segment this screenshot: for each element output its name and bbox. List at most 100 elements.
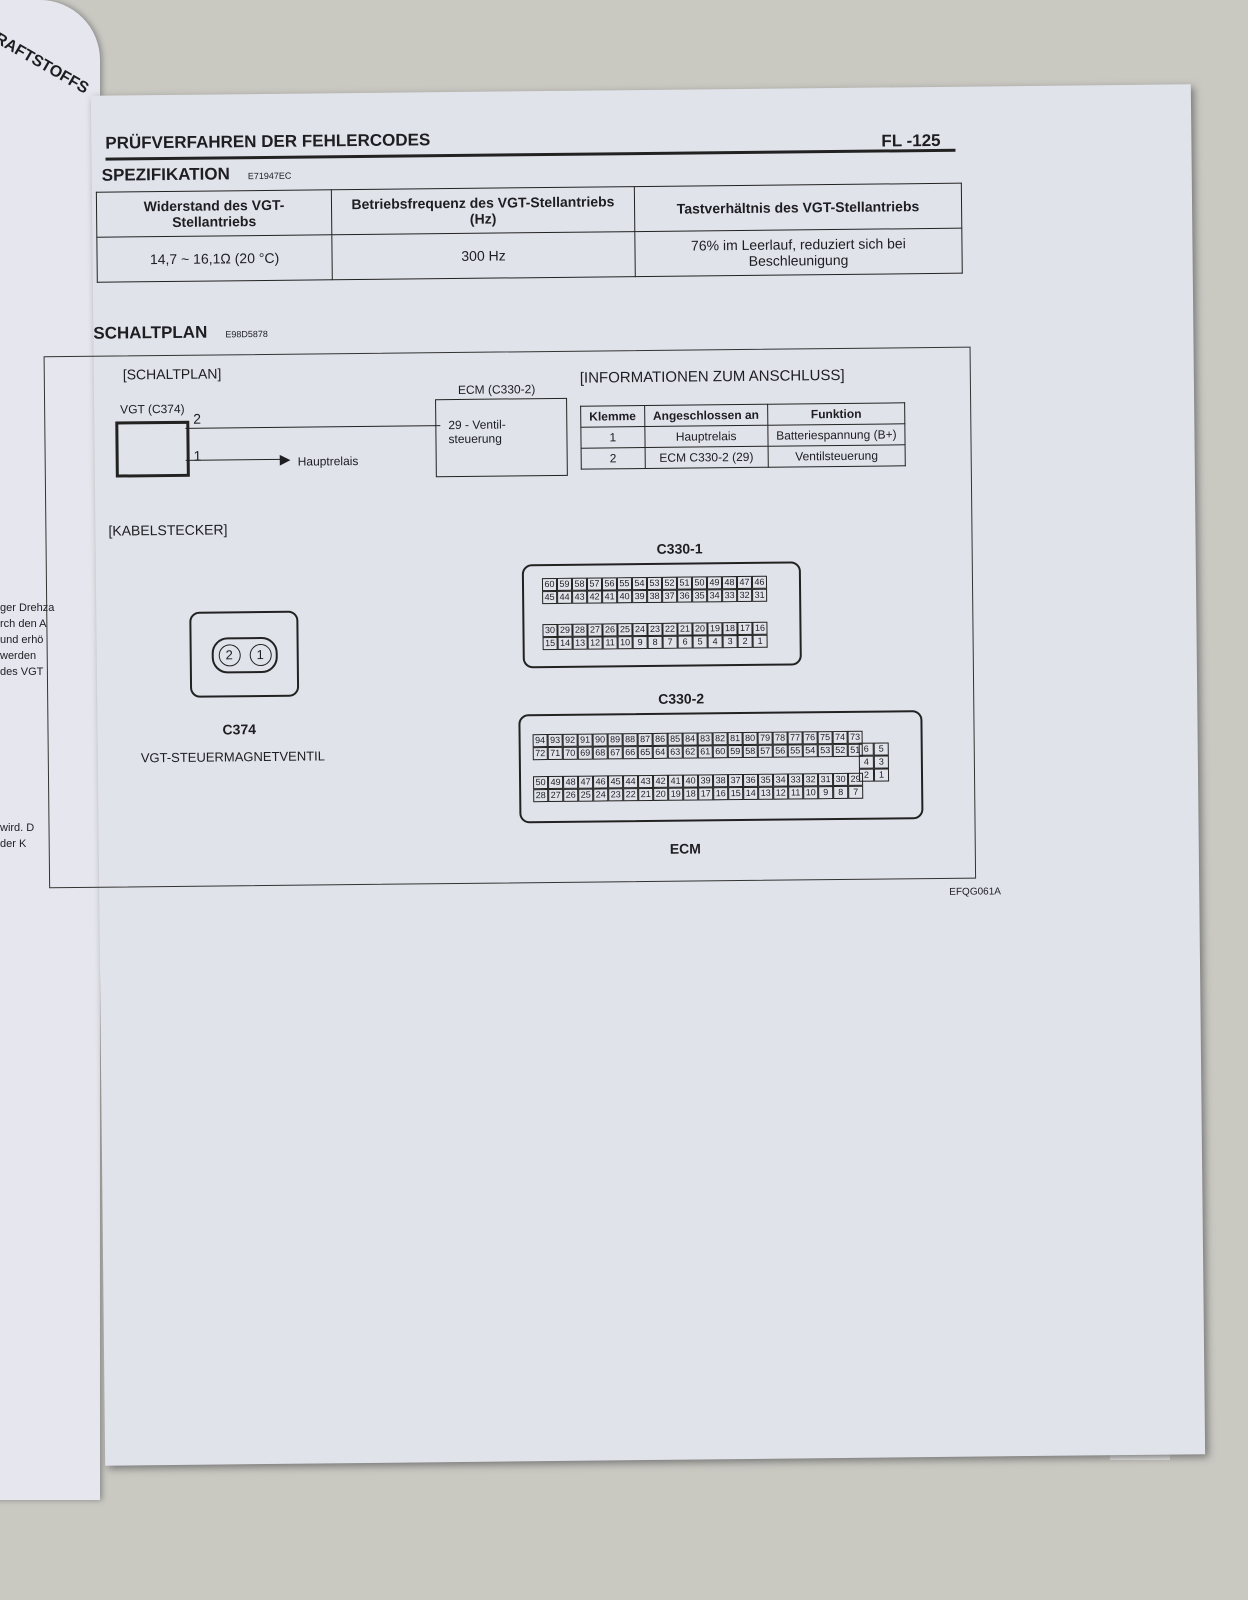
connector-pin: 90 xyxy=(592,733,608,747)
left-fragment: werden xyxy=(0,650,37,662)
connector-pin: 44 xyxy=(557,590,573,604)
vgt-label: VGT (C374) xyxy=(120,401,185,417)
page-title: PRÜFVERFAHREN DER FEHLERCODES xyxy=(105,130,431,153)
connector-pin: 78 xyxy=(772,731,788,745)
c374-name: VGT-STEUERMAGNETVENTIL xyxy=(140,748,326,766)
connector-pin: 12 xyxy=(773,786,789,800)
connector-pin: 65 xyxy=(637,745,653,760)
connector-pin: 11 xyxy=(788,786,804,800)
connector-pin: 21 xyxy=(638,787,654,802)
connector-pin: 48 xyxy=(721,576,738,590)
left-fragment: rch den A xyxy=(0,618,47,630)
connector-pin: 17 xyxy=(698,787,714,801)
connector-pin: 63 xyxy=(667,745,683,759)
connector-pin: 48 xyxy=(563,775,579,789)
ecm-pin-label: 29 - Ventil-steuerung xyxy=(448,417,506,447)
connector-pin: 71 xyxy=(547,746,563,761)
connector-pin: 4 xyxy=(858,755,874,769)
connector-pin: 57 xyxy=(586,577,603,591)
connector-pin: 79 xyxy=(757,731,773,745)
connector-pin: 54 xyxy=(802,744,818,758)
connector-pin: 67 xyxy=(607,746,623,760)
connector-pin: 43 xyxy=(572,590,588,604)
connector-pin: 25 xyxy=(578,788,594,802)
connector-pin: 15 xyxy=(728,787,744,801)
connector-pin: 18 xyxy=(683,787,699,801)
connector-pin: 21 xyxy=(677,622,693,636)
connector-pin: 13 xyxy=(758,786,774,800)
connector-pin: 32 xyxy=(802,773,819,787)
connector-pin: 20 xyxy=(692,622,708,636)
connector-pin: 18 xyxy=(722,622,738,636)
connector-pin: 61 xyxy=(697,745,713,759)
info-col: Angeschlossen an xyxy=(644,404,768,427)
info-cell: 2 xyxy=(581,447,645,470)
info-heading: [INFORMATIONEN ZUM ANSCHLUSS] xyxy=(579,366,845,387)
connector-pin: 12 xyxy=(587,636,603,650)
connector-pin: 92 xyxy=(562,733,578,747)
info-cell: Hauptrelais xyxy=(644,425,768,448)
c374-label: C374 xyxy=(222,721,257,738)
connector-pin: 24 xyxy=(593,788,609,802)
connector-pin: 70 xyxy=(562,746,578,760)
connector-pin: 91 xyxy=(577,733,593,747)
connector-pin: 26 xyxy=(563,788,579,802)
info-col: Klemme xyxy=(580,405,645,428)
connector-pin: 37 xyxy=(662,589,678,603)
figure-code: EFQG061A xyxy=(949,886,1002,898)
connector-pin: 38 xyxy=(712,774,729,788)
connector-pin: 5 xyxy=(873,742,889,756)
connector-pin: 10 xyxy=(803,786,819,800)
left-page-header: RAFTSTOFFS xyxy=(0,30,92,98)
connector-pin: 53 xyxy=(817,744,833,758)
connector-pin: 62 xyxy=(682,745,698,759)
connector-pin: 55 xyxy=(616,577,633,591)
connector-pin: 41 xyxy=(667,774,684,788)
connector-pin: 86 xyxy=(652,732,668,746)
info-cell: Batteriespannung (B+) xyxy=(767,423,906,447)
connector-pin: 35 xyxy=(692,589,708,603)
connector-pin: 5 xyxy=(692,635,708,649)
connector-pin: 36 xyxy=(677,589,693,603)
connector-pin: 3 xyxy=(722,635,738,649)
left-fragment: wird. D xyxy=(0,822,35,834)
connector-pin: 87 xyxy=(637,732,653,747)
left-fragment: der K xyxy=(0,838,27,850)
connector-pin: 22 xyxy=(662,622,678,636)
connector-pin: 58 xyxy=(742,744,758,759)
connector-pin: 7 xyxy=(662,635,678,649)
connector-pin: 23 xyxy=(647,622,663,636)
connector-pin: 16 xyxy=(713,787,729,801)
connector-pin: 59 xyxy=(727,745,743,759)
connector-pin: 13 xyxy=(572,636,588,650)
connector-pin: 8 xyxy=(833,785,849,800)
kabelstecker-label: [KABELSTECKER] xyxy=(108,521,228,539)
connector-pin: 3 xyxy=(873,755,889,769)
connector-pin: 28 xyxy=(533,789,549,803)
connector-pin: 64 xyxy=(652,745,668,759)
connector-pin: 39 xyxy=(632,589,648,604)
document-page: PRÜFVERFAHREN DER FEHLERCODES FL -125 SP… xyxy=(43,84,1206,1466)
info-cell: ECM C330-2 (29) xyxy=(644,446,769,469)
connector-pin: 59 xyxy=(556,577,573,591)
connector-pin: 26 xyxy=(602,623,618,637)
connector-pin: 20 xyxy=(653,787,669,801)
c374-pin: 1 xyxy=(249,643,272,667)
hauptrelais-label: Hauptrelais xyxy=(297,454,359,469)
connector-pin: 42 xyxy=(587,590,603,604)
connector-pin: 40 xyxy=(617,590,633,604)
connector-pin: 81 xyxy=(727,732,743,746)
c330-2-label: C330-2 xyxy=(658,690,705,707)
connector-pin: 7 xyxy=(848,785,864,799)
connector-pin: 47 xyxy=(736,575,753,590)
ecm-connector-label: ECM xyxy=(669,840,701,857)
connector-pin: 89 xyxy=(607,733,623,747)
